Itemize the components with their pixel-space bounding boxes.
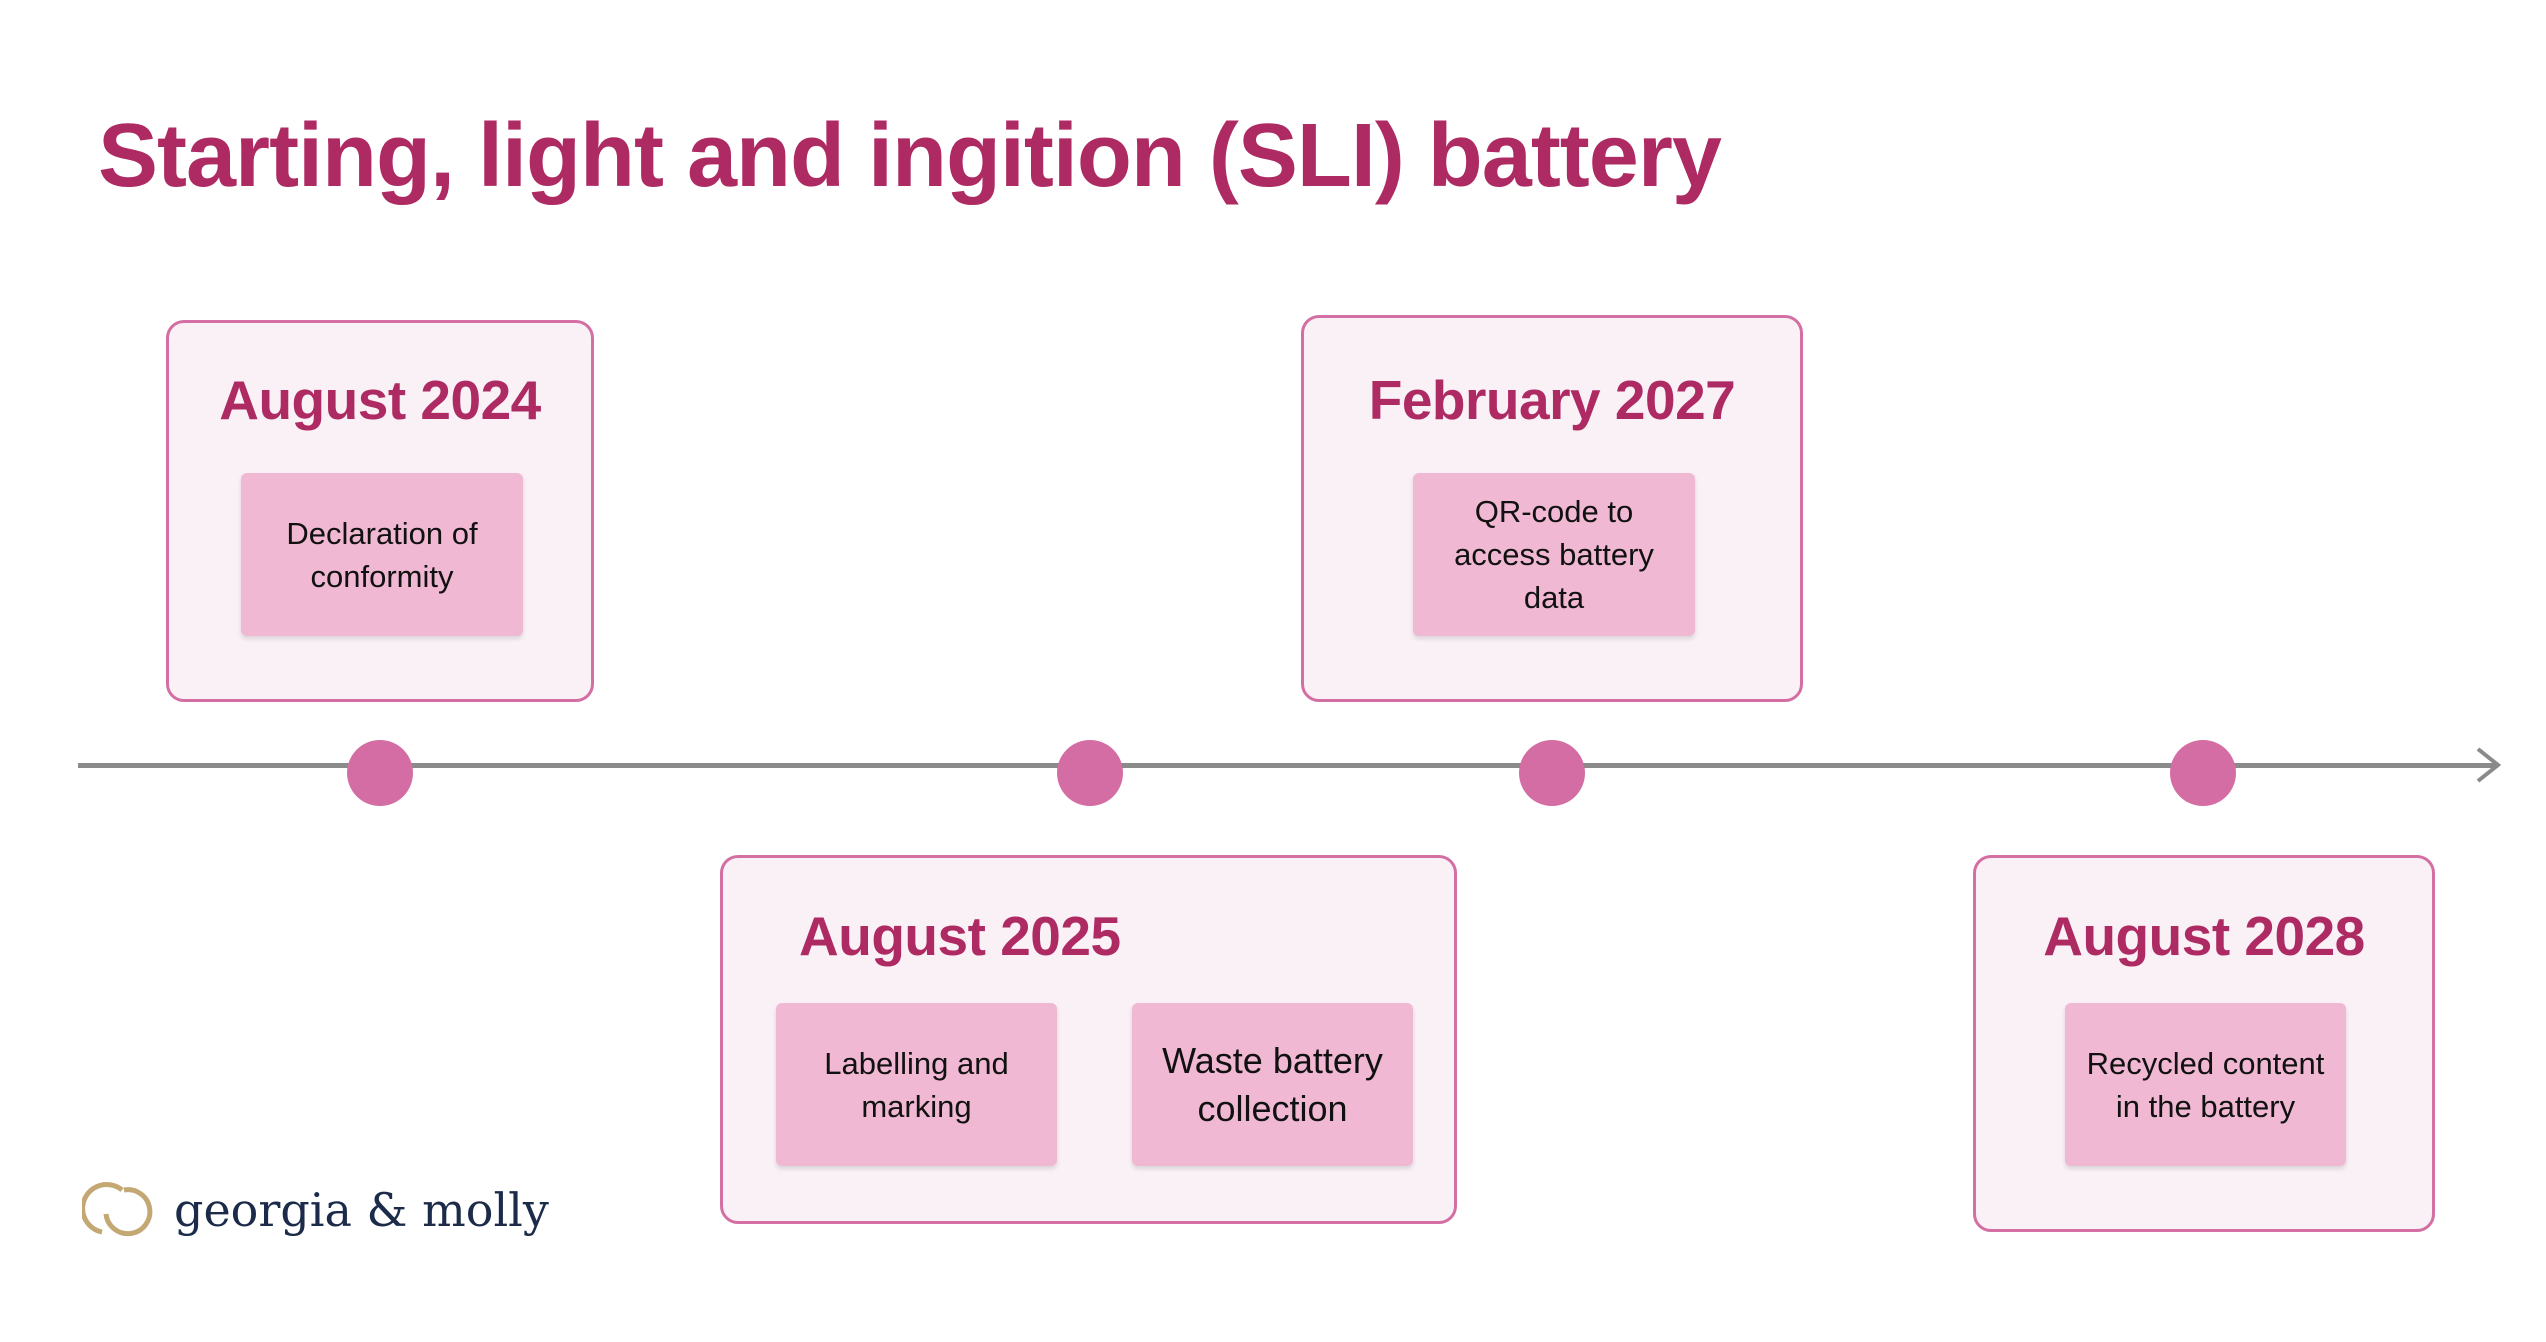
arrow-head-icon <box>2476 747 2502 783</box>
milestone-aug-2024: August 2024 Declaration of conformity <box>166 320 594 702</box>
timeline-dot-feb-2027 <box>1519 740 1585 806</box>
timeline-axis <box>78 763 2498 768</box>
milestone-aug-2025: August 2025 Labelling and marking Waste … <box>720 855 1457 1224</box>
milestone-date: August 2024 <box>219 369 541 431</box>
milestone-aug-2028: August 2028 Recycled content in the batt… <box>1973 855 2435 1232</box>
milestone-feb-2027: February 2027 QR-code to access battery … <box>1301 315 1803 702</box>
brand-logo: georgia & molly <box>82 1180 549 1240</box>
timeline-dot-aug-2028 <box>2170 740 2236 806</box>
milestone-date: August 2028 <box>2043 905 2365 967</box>
milestone-date: February 2027 <box>1368 369 1736 431</box>
timeline-dot-aug-2024 <box>347 740 413 806</box>
milestone-item: Labelling and marking <box>776 1003 1057 1166</box>
page-title: Starting, light and ingition (SLI) batte… <box>98 106 1722 206</box>
milestone-item: Recycled content in the battery <box>2065 1003 2346 1166</box>
logo-rings-icon <box>82 1181 153 1237</box>
milestone-date: August 2025 <box>799 905 1121 967</box>
logo-text: georgia & molly <box>174 1183 549 1237</box>
timeline-dot-aug-2025 <box>1057 740 1123 806</box>
milestone-item: QR-code to access battery data <box>1413 473 1695 636</box>
milestone-item: Waste battery collection <box>1132 1003 1413 1166</box>
milestone-item: Declaration of conformity <box>241 473 523 636</box>
